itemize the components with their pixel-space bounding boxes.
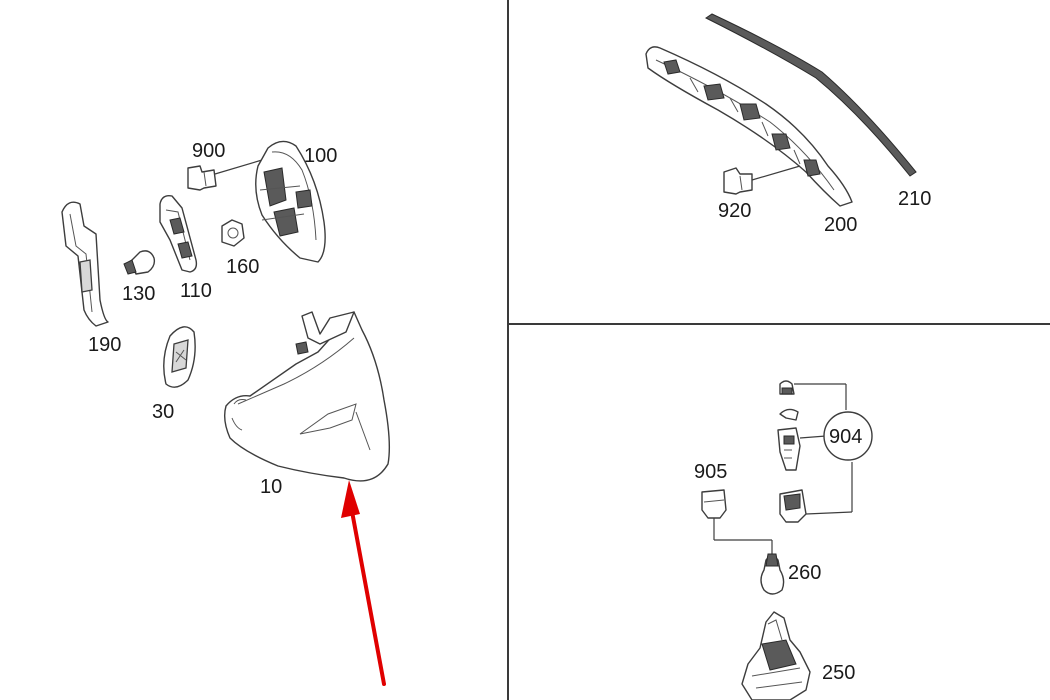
part-130-bulb[interactable]	[123, 250, 156, 275]
bottom-right-panel: 904 905 260 250	[694, 380, 873, 700]
part-260-bulb[interactable]	[760, 553, 785, 595]
part-10-mirror-base[interactable]	[223, 311, 391, 482]
callout-200: 200	[824, 214, 857, 236]
leader-900	[214, 159, 263, 175]
leader-904-c	[799, 435, 827, 439]
part-100-mirror-housing[interactable]	[255, 140, 326, 263]
callout-30: 30	[152, 401, 174, 423]
callout-920: 920	[718, 200, 751, 222]
part-904-holder-top[interactable]	[779, 380, 795, 395]
callout-900: 900	[192, 140, 225, 162]
callout-210: 210	[898, 188, 931, 210]
leader-904-e	[805, 511, 853, 515]
callout-160: 160	[226, 256, 259, 278]
part-160-nut[interactable]	[221, 219, 245, 247]
left-panel: 900 100 190 130	[61, 140, 391, 686]
callout-250: 250	[822, 662, 855, 684]
callout-904-circle	[823, 411, 873, 461]
callout-904: 904	[829, 426, 862, 448]
part-900-clip[interactable]	[187, 165, 217, 191]
callout-100: 100	[304, 145, 337, 167]
part-250-lamp-housing[interactable]	[741, 611, 811, 700]
part-110-signal-bracket[interactable]	[159, 194, 198, 273]
part-904-holder-mid[interactable]	[777, 408, 801, 471]
part-30-cap[interactable]	[163, 326, 196, 388]
part-920-clip[interactable]	[723, 167, 753, 195]
callout-260: 260	[788, 562, 821, 584]
part-190-trim-strip[interactable]	[61, 201, 109, 327]
part-210-seal-strip[interactable]	[705, 13, 917, 177]
red-arrow-icon	[341, 480, 386, 686]
callout-130: 130	[122, 283, 155, 305]
callout-10: 10	[260, 476, 282, 498]
leader-920	[751, 165, 801, 181]
top-right-panel: 210 200 920	[645, 13, 931, 236]
callout-190: 190	[88, 334, 121, 356]
part-904-holder-socket[interactable]	[779, 489, 807, 523]
callout-905: 905	[694, 461, 727, 483]
part-905-clip[interactable]	[701, 489, 727, 519]
callout-110: 110	[180, 280, 212, 302]
part-200-indicator-strip[interactable]	[645, 46, 853, 207]
